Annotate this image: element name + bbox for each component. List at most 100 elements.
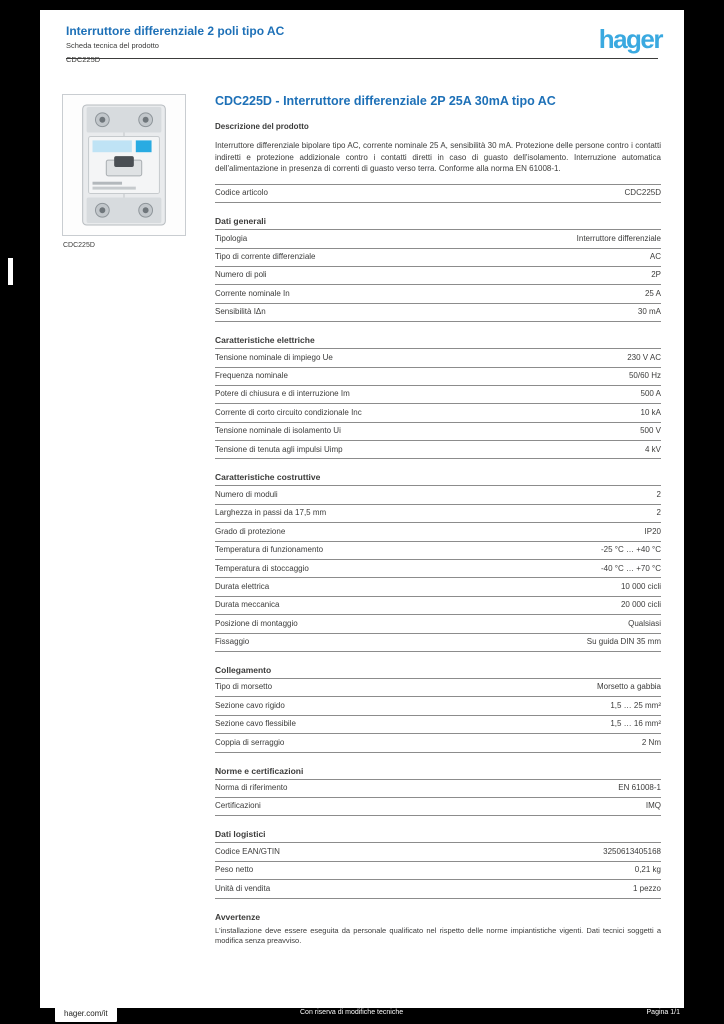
spec-row: Codice EAN/GTIN 3250613405168 bbox=[215, 843, 661, 862]
hager-logo: hager bbox=[598, 24, 664, 54]
spec-row: Codice articolo CDC225D bbox=[215, 185, 661, 204]
spec-row: Frequenza nominale 50/60 Hz bbox=[215, 368, 661, 386]
spec-section-heading: Dati logistici bbox=[215, 829, 266, 840]
header-divider bbox=[66, 58, 658, 59]
notes-heading: Avvertenze bbox=[215, 911, 261, 922]
spec-value: IMQ bbox=[645, 801, 661, 811]
footer-site-link[interactable]: hager.com/it bbox=[55, 1005, 117, 1022]
spec-rows: Tensione nominale di impiego Ue 230 V AC F… bbox=[215, 348, 661, 460]
spec-value: Su guida DIN 35 mm bbox=[586, 637, 661, 647]
spec-label: Codice EAN/GTIN bbox=[215, 846, 280, 856]
spec-value: 3250613405168 bbox=[603, 846, 661, 856]
spec-row: Tipo di corrente differenziale AC bbox=[215, 249, 661, 267]
spec-label: Durata meccanica bbox=[215, 600, 280, 610]
document-subtitle: Scheda tecnica del prodotto bbox=[66, 41, 159, 51]
spec-row: Durata elettrica 10 000 cicli bbox=[215, 578, 661, 597]
spec-label: Tipologia bbox=[215, 233, 248, 243]
spec-row: Temperatura di stoccaggio-40 °C … +70 °C bbox=[215, 560, 661, 579]
spec-value: IP20 bbox=[644, 526, 661, 536]
product-title: CDC225D - Interruttore differenziale 2P … bbox=[215, 94, 556, 108]
spec-value: 2 Nm bbox=[641, 737, 661, 747]
spec-row: Corrente nominale In 25 A bbox=[215, 285, 661, 304]
spec-section-heading: Dati generali bbox=[215, 216, 267, 227]
spec-label: Tensione nominale di isolamento Ui bbox=[215, 426, 341, 436]
article-code-rows: Codice articolo CDC225D bbox=[215, 183, 661, 204]
spec-label: Corrente di corto circuito condizionale … bbox=[215, 407, 362, 417]
spec-row: Larghezza in passi da 17,5 mm 2 bbox=[215, 505, 661, 524]
spec-label: Sensibilità IΔn bbox=[215, 307, 266, 317]
spec-value: -40 °C … +70 °C bbox=[601, 563, 661, 573]
product-description: Interruttore differenziale bipolare tipo… bbox=[215, 141, 661, 174]
spec-row: Tensione nominale di isolamento Ui 500 V bbox=[215, 423, 661, 442]
spec-value: 2 bbox=[656, 508, 661, 518]
spec-value: Qualsiasi bbox=[628, 618, 661, 628]
page-header: Interruttore differenziale 2 poli tipo A… bbox=[66, 24, 658, 65]
spec-row: Corrente di corto circuito condizionale … bbox=[215, 404, 661, 423]
product-image-caption: CDC225D bbox=[63, 242, 95, 249]
spec-row: Grado di protezione IP20 bbox=[215, 523, 661, 542]
rccb-device-illustration bbox=[63, 95, 185, 235]
spec-label: Certificazioni bbox=[215, 801, 261, 811]
spec-label: Numero di poli bbox=[215, 270, 267, 280]
spec-row: Temperatura di funzionamento-25 °C … +40… bbox=[215, 542, 661, 561]
spec-label: Frequenza nominale bbox=[215, 371, 288, 381]
spec-row: Numero di poli 2P bbox=[215, 267, 661, 286]
spec-label: Grado di protezione bbox=[215, 526, 286, 536]
spec-value: -25 °C … +40 °C bbox=[601, 545, 661, 555]
spec-value: 25 A bbox=[644, 288, 661, 298]
spec-value: EN 61008-1 bbox=[618, 783, 661, 793]
notes-text: L'installazione deve essere eseguita da … bbox=[215, 925, 661, 946]
spec-row: Tensione nominale di impiego Ue 230 V AC bbox=[215, 349, 661, 368]
spec-value: 500 A bbox=[640, 389, 661, 399]
spec-label: Potere di chiusura e di interruzione Im bbox=[215, 389, 350, 399]
footer-center-note: Con riserva di modifiche tecniche bbox=[300, 1009, 404, 1016]
document-reference: CDC225D bbox=[66, 54, 101, 64]
spec-label: Corrente nominale In bbox=[215, 288, 290, 298]
spec-label: Unità di vendita bbox=[215, 883, 271, 893]
spec-value: 0,21 kg bbox=[634, 865, 661, 875]
product-image bbox=[62, 94, 186, 236]
spec-label: Durata elettrica bbox=[215, 581, 270, 591]
spec-value: Morsetto a gabbia bbox=[596, 682, 661, 692]
spec-section-heading: Collegamento bbox=[215, 664, 272, 675]
spec-label: Norma di riferimento bbox=[215, 783, 288, 793]
content-column: CDC225D - Interruttore differenziale 2P … bbox=[215, 94, 661, 947]
spec-row: Certificazioni IMQ bbox=[215, 798, 661, 817]
spec-label: Fissaggio bbox=[215, 637, 250, 647]
spec-value: 4 kV bbox=[644, 444, 661, 454]
spec-label: Sezione cavo rigido bbox=[215, 700, 285, 710]
spec-value: 50/60 Hz bbox=[628, 371, 661, 381]
spec-section-heading: Norme e certificazioni bbox=[215, 765, 304, 776]
spec-value: CDC225D bbox=[624, 188, 661, 198]
spec-value: 2 bbox=[656, 489, 661, 499]
spec-label: Coppia di serraggio bbox=[215, 737, 285, 747]
spec-value: 10 000 cicli bbox=[620, 581, 661, 591]
spec-value: 2P bbox=[651, 270, 661, 280]
document-title: Interruttore differenziale 2 poli tipo A… bbox=[66, 24, 285, 38]
spec-value: 10 kA bbox=[640, 407, 661, 417]
spec-section-heading: Caratteristiche elettriche bbox=[215, 335, 315, 346]
spec-label: Tensione nominale di impiego Ue bbox=[215, 352, 333, 362]
spec-value: 500 V bbox=[640, 426, 661, 436]
spec-row: Potere di chiusura e di interruzione Im 5… bbox=[215, 386, 661, 405]
spec-label: Larghezza in passi da 17,5 mm bbox=[215, 508, 327, 518]
spec-value: 230 V AC bbox=[627, 352, 661, 362]
spec-row: Fissaggio Su guida DIN 35 mm bbox=[215, 634, 661, 652]
spec-value: 20 000 cicli bbox=[620, 600, 661, 610]
footer-page-number: Pagina 1/1 bbox=[646, 1009, 680, 1016]
spec-value: AC bbox=[649, 252, 661, 262]
spec-label: Tipo di corrente differenziale bbox=[215, 252, 316, 262]
margin-mark bbox=[8, 258, 13, 285]
